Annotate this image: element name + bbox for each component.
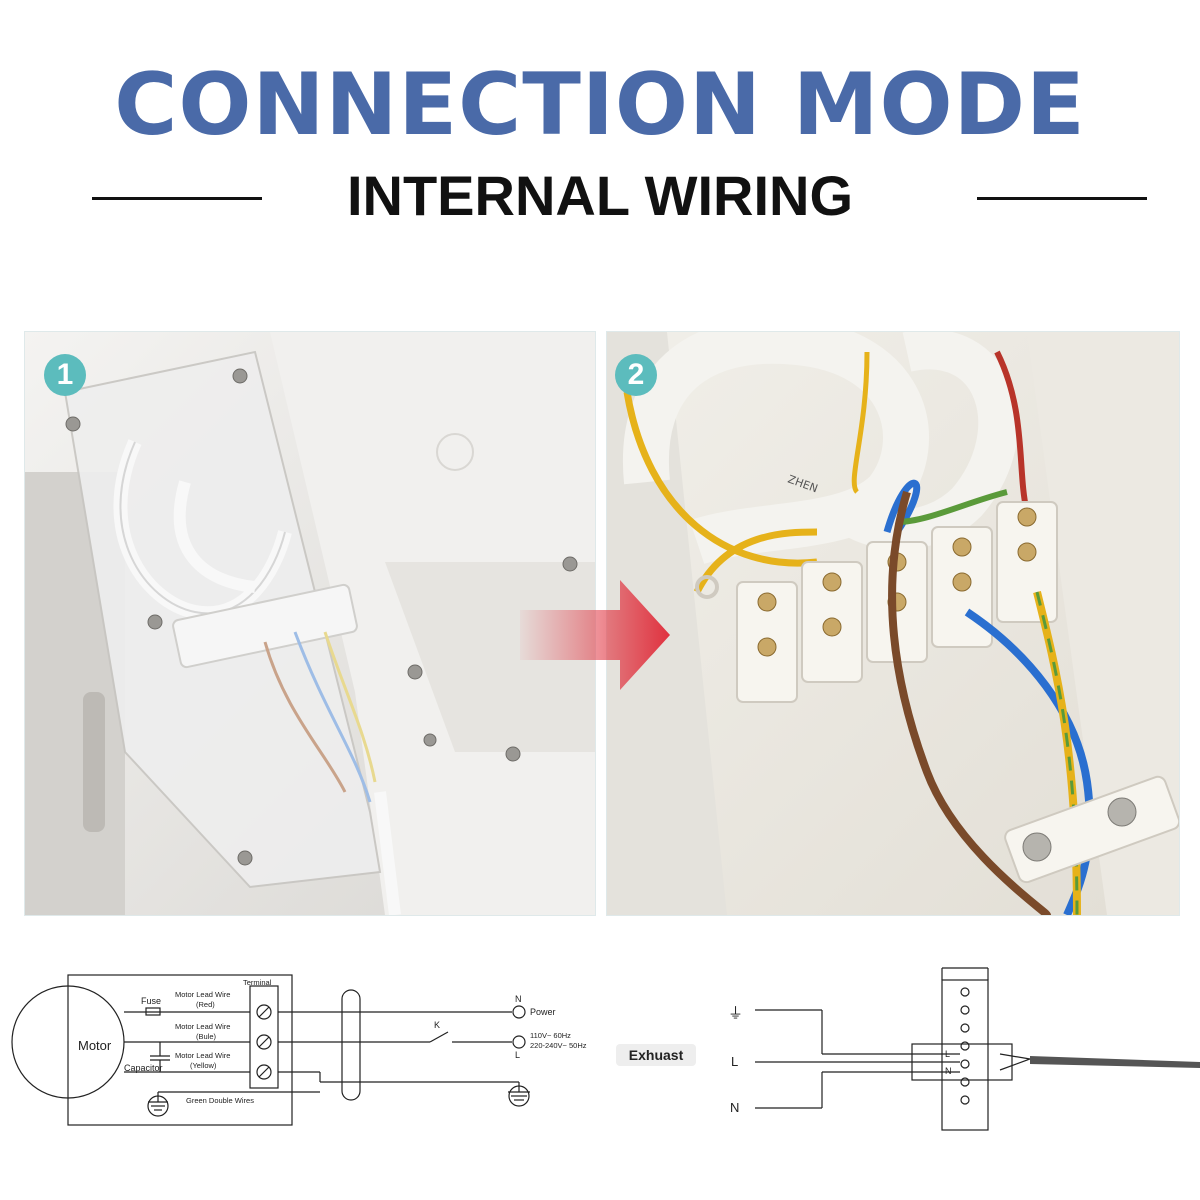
terminal-block-wiring-illustration: ZHEN <box>607 332 1179 915</box>
voltage-110-label: 110V~ 60Hz <box>530 1031 571 1040</box>
subtitle-rule-right <box>977 197 1147 200</box>
earth-icon: ⏚ <box>728 1005 744 1022</box>
step-badge-2: 2 <box>615 354 657 396</box>
photo-open-terminal-block: ZHEN 2 <box>606 331 1180 916</box>
live-label: L <box>515 1050 521 1060</box>
lead-wire-yellow-color: (Yellow) <box>190 1061 217 1070</box>
lead-wire-red-label: Motor Lead Wire <box>175 990 231 999</box>
wiring-schematic-lines <box>11 967 1200 1131</box>
page-title: CONNECTION MODE <box>114 55 1086 155</box>
photo-closed-junction-box: 1 <box>24 331 596 916</box>
switch-label: K <box>434 1020 441 1030</box>
terminal-neutral-label: N <box>730 1100 740 1115</box>
subtitle-rule-left <box>92 197 262 200</box>
lead-wire-blue-label: Motor Lead Wire <box>175 1022 231 1031</box>
lead-wire-blue-color: (Bule) <box>196 1032 217 1041</box>
ground-wire-label: Green Double Wires <box>186 1096 254 1105</box>
step-badge-1: 1 <box>44 354 86 396</box>
voltage-220-label: 220-240V~ 50Hz <box>530 1041 587 1050</box>
exhaust-label: Exhuast <box>616 1044 696 1066</box>
neutral-label: N <box>515 994 522 1004</box>
capacitor-label: Capacitor <box>124 1063 163 1073</box>
junction-box-closed-illustration <box>25 332 595 915</box>
lead-wire-yellow-label: Motor Lead Wire <box>175 1051 231 1060</box>
block-neutral-label: N <box>945 1066 952 1076</box>
page-subtitle: INTERNAL WIRING <box>346 164 854 227</box>
terminal-live-label: L <box>731 1054 739 1069</box>
lead-wire-red-color: (Red) <box>196 1000 215 1009</box>
terminal-label: Terminal <box>243 978 272 987</box>
fuse-label: Fuse <box>141 996 162 1006</box>
wiring-diagrams: Motor Fuse Capacitor Terminal Motor Lead… <box>0 960 1200 1140</box>
power-label: Power <box>530 1007 556 1017</box>
motor-label: Motor <box>78 1038 112 1053</box>
next-step-arrow <box>520 580 670 690</box>
block-live-label: L <box>945 1049 951 1059</box>
